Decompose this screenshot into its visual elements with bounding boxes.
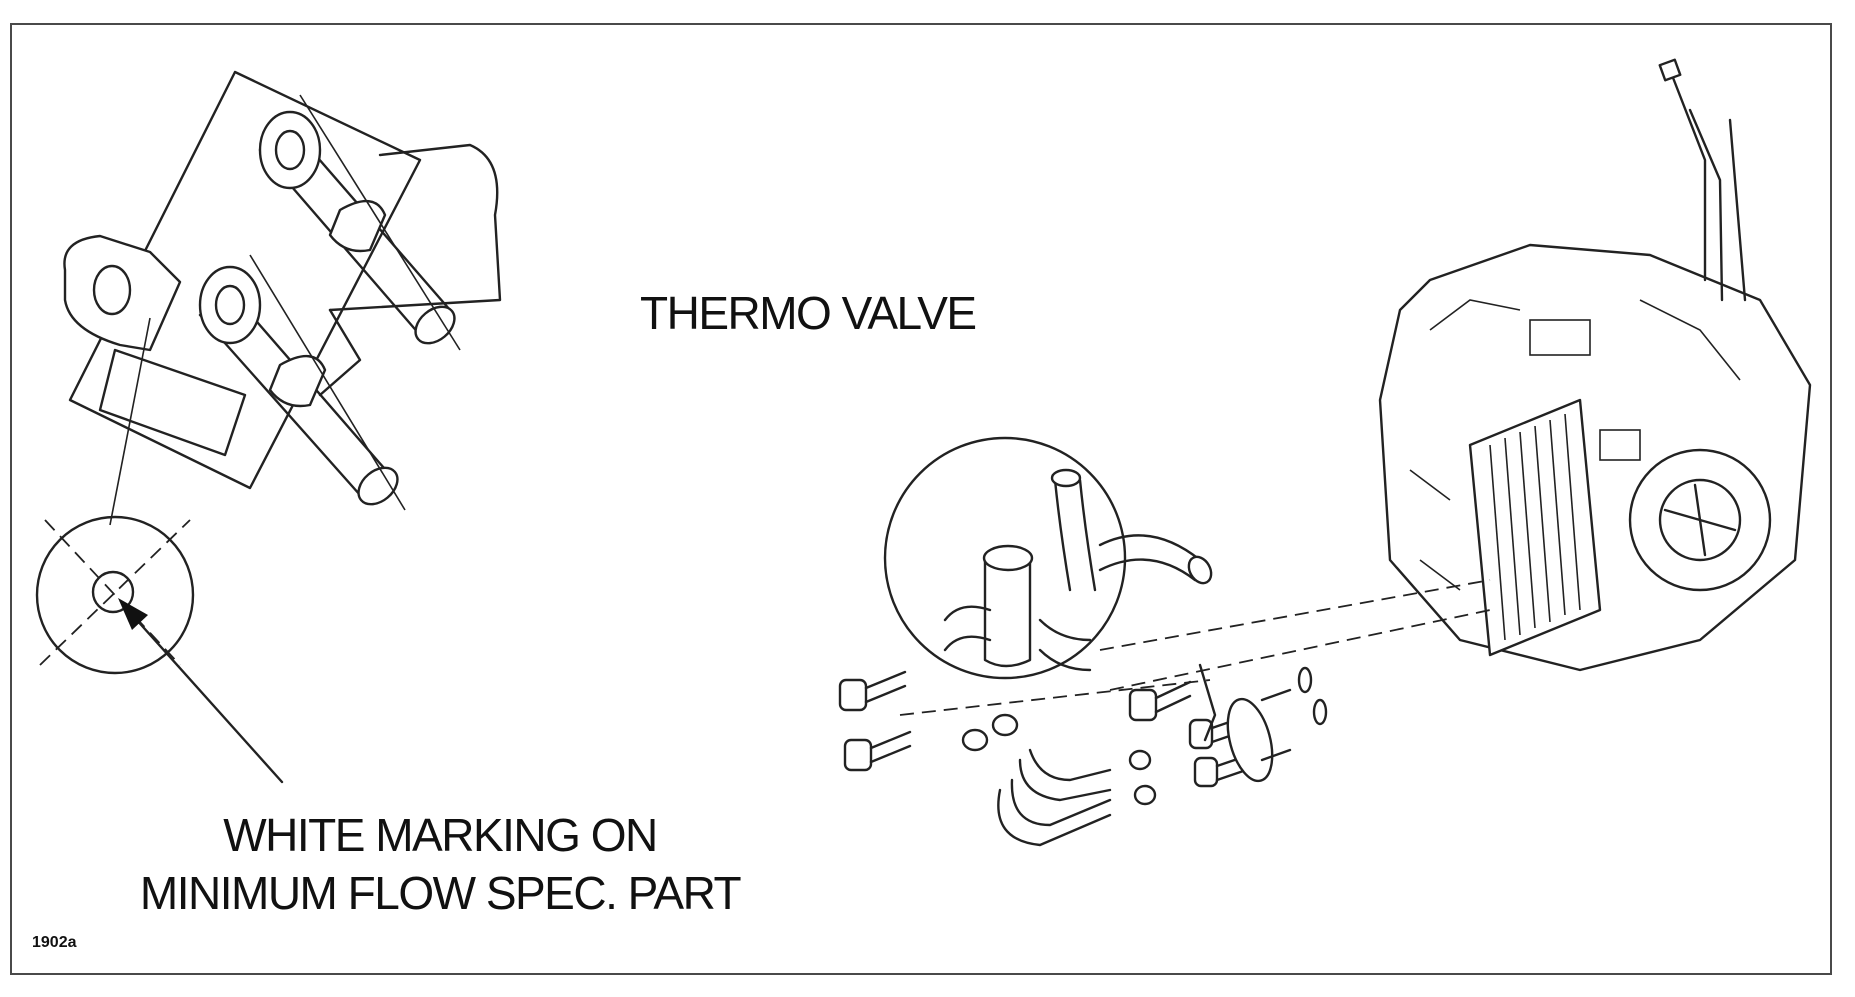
leader-line — [133, 616, 284, 784]
lower-pipe — [198, 254, 406, 511]
case-detail — [1529, 319, 1591, 356]
marking-detail-circle — [35, 515, 195, 675]
assembly-line — [899, 679, 1211, 716]
center-line — [44, 519, 181, 666]
bolt — [843, 730, 912, 772]
hose-clamp — [1128, 749, 1152, 771]
thermo-valve-highlight — [883, 436, 1213, 680]
white-marking-dot — [91, 570, 135, 614]
gear-housing — [1628, 448, 1772, 592]
engine-cover-outline — [328, 143, 502, 312]
projection-line — [109, 317, 151, 526]
assembly-line — [1099, 579, 1491, 651]
dipstick-tube — [1668, 68, 1707, 282]
retaining-clip — [1198, 663, 1217, 742]
o-ring — [1297, 666, 1313, 694]
valve-pipe — [1098, 534, 1202, 562]
hose — [1018, 758, 1112, 802]
mounting-lug — [63, 234, 182, 352]
o-ring — [1312, 698, 1328, 726]
upper-pipe — [258, 94, 461, 351]
thermo-valve-label: THERMO VALVE — [640, 287, 977, 339]
bracket — [98, 348, 247, 457]
arrow-head — [118, 598, 148, 630]
white-marking-label-line2: MINIMUM FLOW SPEC. PART — [139, 867, 742, 919]
bolt — [838, 670, 907, 712]
white-marking-label-line1: WHITE MARKING ON — [223, 809, 658, 861]
oil-cooler — [1468, 398, 1602, 657]
hose — [997, 788, 1112, 847]
engine-cover-edge — [318, 308, 362, 397]
valve-pipe — [1053, 478, 1072, 592]
fittings — [838, 663, 1328, 847]
case-detail — [1599, 429, 1641, 461]
hose-clamp — [1133, 784, 1157, 806]
valve-closeup — [35, 70, 502, 784]
union-fitting — [1188, 688, 1292, 788]
lug-hole — [92, 264, 132, 316]
hose-clamp — [961, 728, 989, 752]
bolt — [1128, 680, 1192, 722]
hose-clamp — [991, 713, 1019, 737]
thermo-valve-circle — [883, 436, 1127, 680]
center-line — [39, 519, 191, 666]
transaxle-assembly — [899, 58, 1812, 716]
figure-code: 1902a — [32, 934, 77, 951]
